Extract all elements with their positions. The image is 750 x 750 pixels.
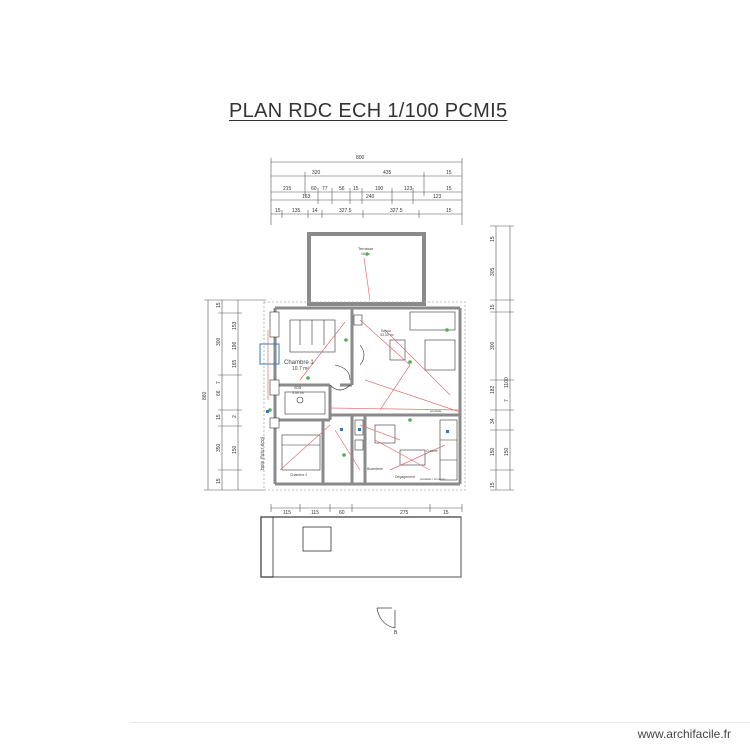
- dim-left-g: 66: [216, 390, 222, 396]
- vertical-label: bois (futur éco): [260, 436, 266, 470]
- dim-top-r2s-c: 123: [433, 194, 442, 200]
- dim-top-r3-c: 14: [312, 208, 318, 214]
- dim-left-h: 15: [216, 414, 222, 420]
- dim-top-r2-c: 77: [322, 186, 328, 192]
- dim-left-a: 15: [216, 302, 222, 308]
- dim-top-r3-b: 135: [292, 208, 301, 214]
- watermark: www.archifacile.fr: [637, 727, 731, 741]
- dim-top-r1-b: 435: [383, 170, 392, 176]
- dim-top-r2-h: 15: [446, 186, 452, 192]
- dim-bottom-b: 115: [311, 510, 319, 516]
- dim-top-r1-a: 320: [312, 170, 321, 176]
- plan-title: PLAN RDC ECH 1/100 PCMI5: [229, 100, 508, 122]
- dim-top-r1-c: 15: [446, 170, 452, 176]
- dim-top-r2-f: 190: [375, 186, 384, 192]
- dim-left-total: 860: [202, 391, 208, 400]
- windows: [269, 311, 280, 429]
- dim-top-r2-d: 56: [339, 186, 345, 192]
- compass-symbol: [376, 607, 396, 629]
- dim-right-a: 15: [490, 236, 496, 242]
- dim-left-i: 2: [232, 415, 238, 418]
- lower-structure-detail: [260, 516, 461, 578]
- dim-top-r2s-a: 163: [302, 194, 311, 200]
- buanderie-label: Buanderie: [367, 467, 383, 471]
- dim-right-i: 150: [504, 447, 510, 456]
- dim-top-r2-e: 15: [353, 186, 359, 192]
- dim-bottom-d: 275: [400, 510, 409, 516]
- dim-right-b: 305: [490, 267, 496, 276]
- dim-right-j: 15: [490, 482, 496, 488]
- terrasse-walls: [307, 232, 426, 306]
- furniture: [281, 311, 458, 481]
- dim-right-c: 15: [490, 304, 496, 310]
- dim-bottom-e: 15: [443, 510, 449, 516]
- note-2: poubelle / commun: [420, 477, 446, 481]
- compass-letter: B: [394, 630, 398, 636]
- left-dimension-lines: [204, 299, 266, 491]
- dim-bottom-c: 60: [339, 510, 345, 516]
- dim-top-r2-g: 123: [404, 186, 413, 192]
- cuisine-label: Cuisine: [426, 449, 438, 453]
- chambre2-label: Chambre 2: [290, 473, 307, 477]
- dim-top-r2-b: 60: [311, 186, 317, 192]
- dim-right-total: 1100: [504, 377, 510, 388]
- chambre1-label: Chambre 1: [284, 360, 314, 366]
- dim-left-c: 153: [232, 321, 238, 330]
- top-dimension-lines: [270, 158, 463, 225]
- dim-top-r3-d: 327.5: [339, 208, 352, 214]
- dim-left-k: 150: [232, 445, 238, 454]
- sdb-label: SDB: [294, 386, 302, 390]
- dim-top-r3-f: 15: [446, 208, 452, 214]
- dim-right-f: 7: [504, 399, 510, 402]
- dim-left-e: 165: [232, 359, 238, 368]
- electrical-switches: [266, 410, 449, 433]
- dim-left-b: 300: [216, 337, 222, 346]
- dim-bottom-a: 115: [283, 510, 291, 516]
- electrical-wiring: [267, 257, 461, 471]
- dim-left-d: 196: [232, 341, 238, 350]
- footer-divider: [130, 722, 750, 723]
- house-outline: [263, 301, 466, 491]
- bottom-dimension-lines: [270, 504, 463, 512]
- electrical-outlets: [268, 252, 449, 457]
- dim-top-r2s-b: 240: [366, 194, 375, 200]
- dim-left-j: 350: [216, 443, 222, 452]
- selected-element-box[interactable]: [259, 343, 280, 365]
- dim-right-e: 182: [490, 385, 496, 394]
- dim-right-h: 150: [490, 447, 496, 456]
- degagement-label: Dégagement: [395, 475, 415, 479]
- dim-right-g: 34: [490, 418, 496, 424]
- dim-right-d: 300: [490, 341, 496, 350]
- sdb-area: 3.50 m²: [292, 391, 305, 395]
- dim-top-total: 800: [356, 155, 365, 161]
- dim-top-r2-a: 215: [283, 186, 292, 192]
- right-dimension-lines: [490, 225, 514, 491]
- house-walls: [273, 306, 462, 486]
- dim-top-r3-a: 15: [275, 208, 281, 214]
- sejour-area: 33.00 m²: [380, 333, 395, 337]
- lower-structure: [260, 516, 462, 578]
- dim-left-l: 15: [216, 478, 222, 484]
- dim-left-f: 7: [216, 381, 222, 384]
- dim-top-r3-e: 327.5: [390, 208, 403, 214]
- terrasse-label: Terrasse: [358, 246, 374, 251]
- note-1: poubelle: [430, 409, 442, 413]
- sejour-label: Séjour: [381, 329, 392, 333]
- chambre1-area: 10.7 m²: [292, 366, 309, 372]
